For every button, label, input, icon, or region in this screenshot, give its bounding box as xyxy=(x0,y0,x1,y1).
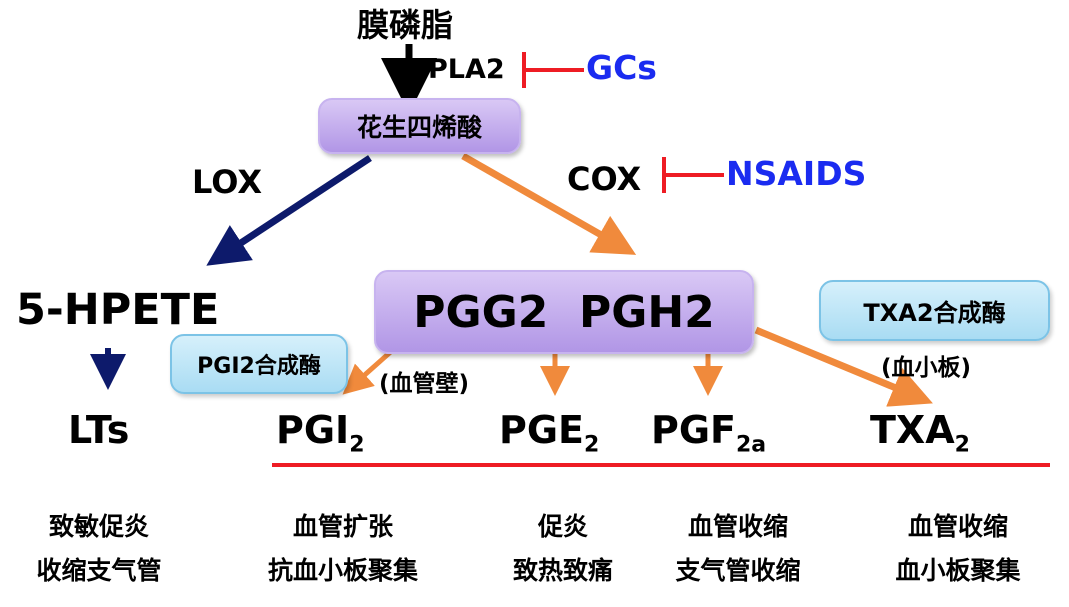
effects-txa2: 血管收缩 血小板聚集 xyxy=(868,505,1048,593)
hpete-label: 5-HPETE xyxy=(16,285,220,335)
effect-line: 致敏促炎 xyxy=(48,512,149,541)
to-txa-arrow xyxy=(754,326,933,407)
effect-line: 血小板聚集 xyxy=(895,556,1021,585)
pla2-label: PLA2 xyxy=(428,54,505,85)
pgi2-synthase-box: PGI2合成酶 xyxy=(170,334,348,394)
txa-base: TXA xyxy=(870,408,955,452)
membrane-phospholipid-label: 膜磷脂 xyxy=(357,6,454,44)
effects-pgf2a: 血管收缩 支气管收缩 xyxy=(648,505,828,593)
txa2-synthase-label: TXA2合成酶 xyxy=(863,299,1006,327)
txa-sub: 2 xyxy=(954,432,970,458)
pgf-base: PGF xyxy=(651,408,736,452)
effects-lts: 致敏促炎 收缩支气管 xyxy=(4,505,194,593)
effect-line: 致热致痛 xyxy=(512,556,613,585)
txa2-synthase-box: TXA2合成酶 xyxy=(819,280,1050,341)
pgg-pgh-box: PGG2 PGH2 xyxy=(374,270,754,354)
pgi-base: PGI xyxy=(276,408,350,452)
product-pgi2: PGI2 xyxy=(276,408,365,458)
arachidonic-acid-box: 花生四烯酸 xyxy=(318,98,521,154)
effect-line: 促炎 xyxy=(537,512,588,541)
product-lts: LTs xyxy=(68,408,129,452)
effect-line: 血管扩张 xyxy=(292,512,393,541)
nsaids-label: NSAIDS xyxy=(726,154,867,193)
lox-arrow xyxy=(206,155,372,266)
pgi-sub: 2 xyxy=(349,432,365,458)
lox-label: LOX xyxy=(192,163,262,201)
platelet-note: (血小板) xyxy=(881,355,972,381)
vessel-wall-note: (血管壁) xyxy=(379,371,470,397)
effect-line: 抗血小板聚集 xyxy=(267,556,418,585)
arachidonic-acid-label: 花生四烯酸 xyxy=(356,113,482,142)
effect-line: 支气管收缩 xyxy=(675,556,801,585)
product-pgf2a: PGF2a xyxy=(651,408,766,458)
effect-line: 血管收缩 xyxy=(687,512,788,541)
product-txa2: TXA2 xyxy=(870,408,970,458)
cox-arrow xyxy=(461,152,637,255)
effect-line: 血管收缩 xyxy=(907,512,1008,541)
pgf-sub: 2a xyxy=(736,432,767,458)
lts-label: LTs xyxy=(68,408,130,452)
effects-pgi2: 血管扩张 抗血小板聚集 xyxy=(238,505,448,593)
to-pgi-arrow xyxy=(342,346,397,395)
pge-base: PGE xyxy=(499,408,584,452)
cox-label: COX xyxy=(567,160,642,198)
effect-line: 收缩支气管 xyxy=(36,556,162,585)
gcs-label: GCs xyxy=(586,48,657,87)
pgg-pgh-label: PGG2 PGH2 xyxy=(413,286,715,338)
effects-pge2: 促炎 致热致痛 xyxy=(488,505,638,593)
pge-sub: 2 xyxy=(584,432,600,458)
product-pge2: PGE2 xyxy=(499,408,599,458)
pgi2-synthase-label: PGI2合成酶 xyxy=(197,354,321,379)
